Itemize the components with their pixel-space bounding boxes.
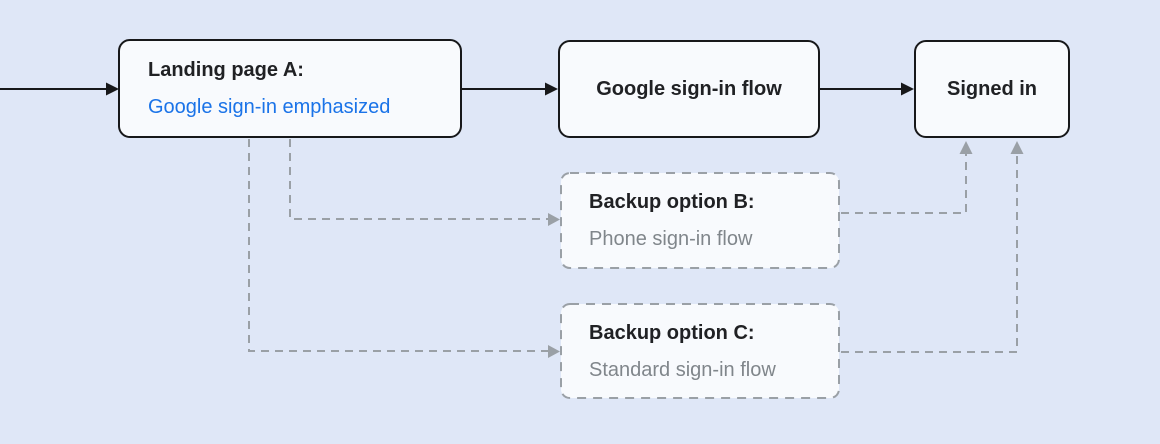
landing-page-a-title: Landing page A: [148, 59, 304, 81]
edge-landing-to-google-flow [462, 82, 558, 96]
backup-option-c-subtitle: Standard sign-in flow [589, 358, 776, 381]
arrowhead-icon [1010, 141, 1024, 154]
edge-backup-c-to-signed-in [841, 141, 1024, 353]
backup-option-b-title: Backup option B: [589, 191, 755, 213]
google-sign-in-flow-label: Google sign-in flow [596, 78, 782, 100]
edge-backup-b-to-signed-in [841, 141, 973, 214]
arrowhead-icon [548, 345, 560, 358]
edge-landing-to-backup-c [248, 139, 560, 358]
edge-google-flow-to-signed-in [820, 82, 914, 96]
signed-in-label: Signed in [947, 78, 1037, 100]
landing-page-a-subtitle: Google sign-in emphasized [148, 96, 391, 118]
backup-option-b-node-border [560, 172, 840, 269]
arrowhead-icon [548, 213, 560, 226]
arrowhead-icon [106, 82, 119, 96]
backup-option-c-node-border [560, 303, 840, 399]
backup-option-c-node: Backup option C: Standard sign-in flow [561, 304, 839, 398]
backup-option-b-node: Backup option B: Phone sign-in flow [561, 173, 839, 268]
landing-page-a-node: Landing page A: Google sign-in emphasize… [118, 39, 462, 138]
backup-option-c-title: Backup option C: [589, 321, 755, 344]
signed-in-node: Signed in [914, 40, 1070, 138]
backup-option-b-subtitle: Phone sign-in flow [589, 228, 753, 250]
google-sign-in-flow-node: Google sign-in flow [558, 40, 820, 138]
arrowhead-icon [545, 82, 558, 96]
edge-start-to-landing [0, 82, 119, 96]
arrowhead-icon [901, 82, 914, 96]
edge-landing-to-backup-b [289, 139, 560, 226]
arrowhead-icon [959, 141, 973, 154]
